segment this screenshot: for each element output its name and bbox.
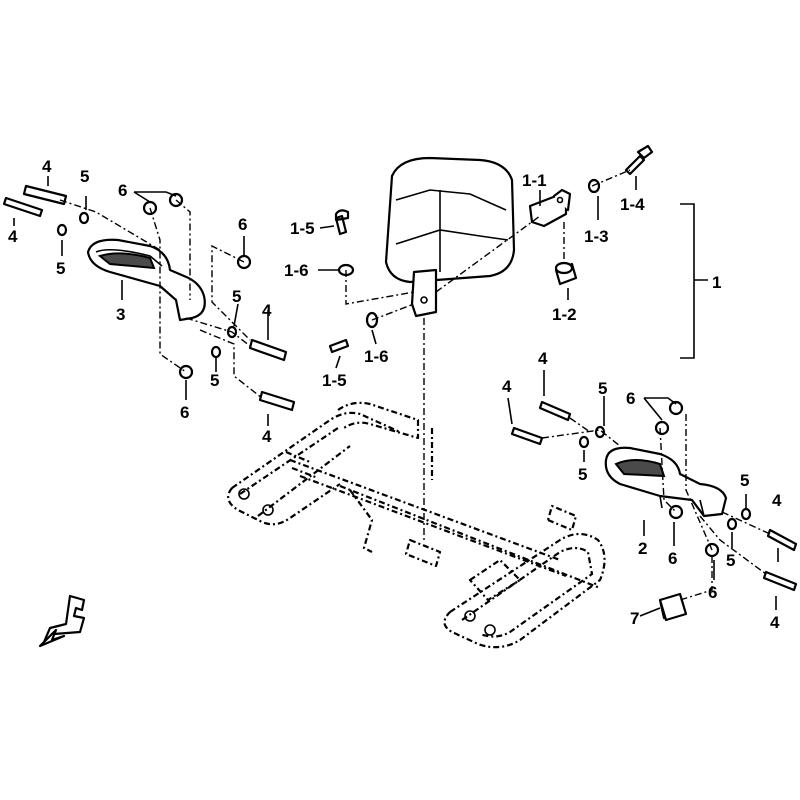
rack-frame — [227, 401, 606, 649]
part-1-1-bracket — [528, 188, 572, 228]
part-3-left-handle — [86, 238, 206, 322]
callout-5: 5 — [578, 465, 587, 484]
part-1-2-collar — [554, 261, 578, 286]
leader-lines — [13, 176, 779, 617]
callout-6: 6 — [118, 181, 127, 200]
part-1-5-bolt-upper — [334, 209, 350, 236]
part-2-right-handle — [604, 446, 728, 518]
callout-3: 3 — [116, 305, 125, 324]
callout-5: 5 — [740, 471, 749, 490]
callout-4: 4 — [262, 301, 272, 320]
callout-5: 5 — [80, 167, 89, 186]
callout-6: 6 — [668, 549, 677, 568]
callout-5: 5 — [56, 259, 65, 278]
part-1-5-bolt-lower — [328, 338, 350, 354]
callout-4: 4 — [8, 227, 18, 246]
callout-1-5: 1-5 — [290, 219, 315, 238]
part-1-4-bolt — [624, 144, 654, 176]
callout-1-5: 1-5 — [322, 371, 347, 390]
callout-7: 7 — [630, 609, 639, 628]
callout-1-2: 1-2 — [552, 305, 577, 324]
callout-6: 6 — [180, 403, 189, 422]
callout-labels: 4 4 5 5 6 3 6 5 4 5 6 4 1-5 1-6 1-5 1-6 … — [8, 157, 782, 632]
callout-4: 4 — [770, 613, 780, 632]
callout-1-6: 1-6 — [284, 261, 309, 280]
callout-1: 1 — [712, 273, 721, 292]
backrest-assembly — [384, 156, 516, 318]
callout-4: 4 — [42, 157, 52, 176]
callout-5: 5 — [232, 287, 241, 306]
callout-2: 2 — [638, 539, 647, 558]
callout-5: 5 — [726, 551, 735, 570]
callout-1-3: 1-3 — [584, 227, 609, 246]
callout-5: 5 — [598, 379, 607, 398]
callout-4: 4 — [772, 491, 782, 510]
callout-1-4: 1-4 — [620, 195, 645, 214]
callout-6: 6 — [708, 583, 717, 602]
washers-and-nuts — [56, 192, 752, 558]
callout-6: 6 — [238, 215, 247, 234]
callout-4: 4 — [538, 349, 548, 368]
assembly-center-lines — [59, 169, 771, 601]
callout-1-1: 1-1 — [522, 171, 547, 190]
front-direction-arrow-icon — [38, 594, 86, 648]
callout-6: 6 — [626, 389, 635, 408]
part-7-bumper — [658, 592, 688, 622]
part-1-3-washer — [587, 178, 601, 194]
callout-5: 5 — [210, 371, 219, 390]
callout-4: 4 — [502, 377, 512, 396]
bolts-4 — [2, 184, 798, 592]
callout-1-6: 1-6 — [364, 347, 389, 366]
callout-4: 4 — [262, 427, 272, 446]
